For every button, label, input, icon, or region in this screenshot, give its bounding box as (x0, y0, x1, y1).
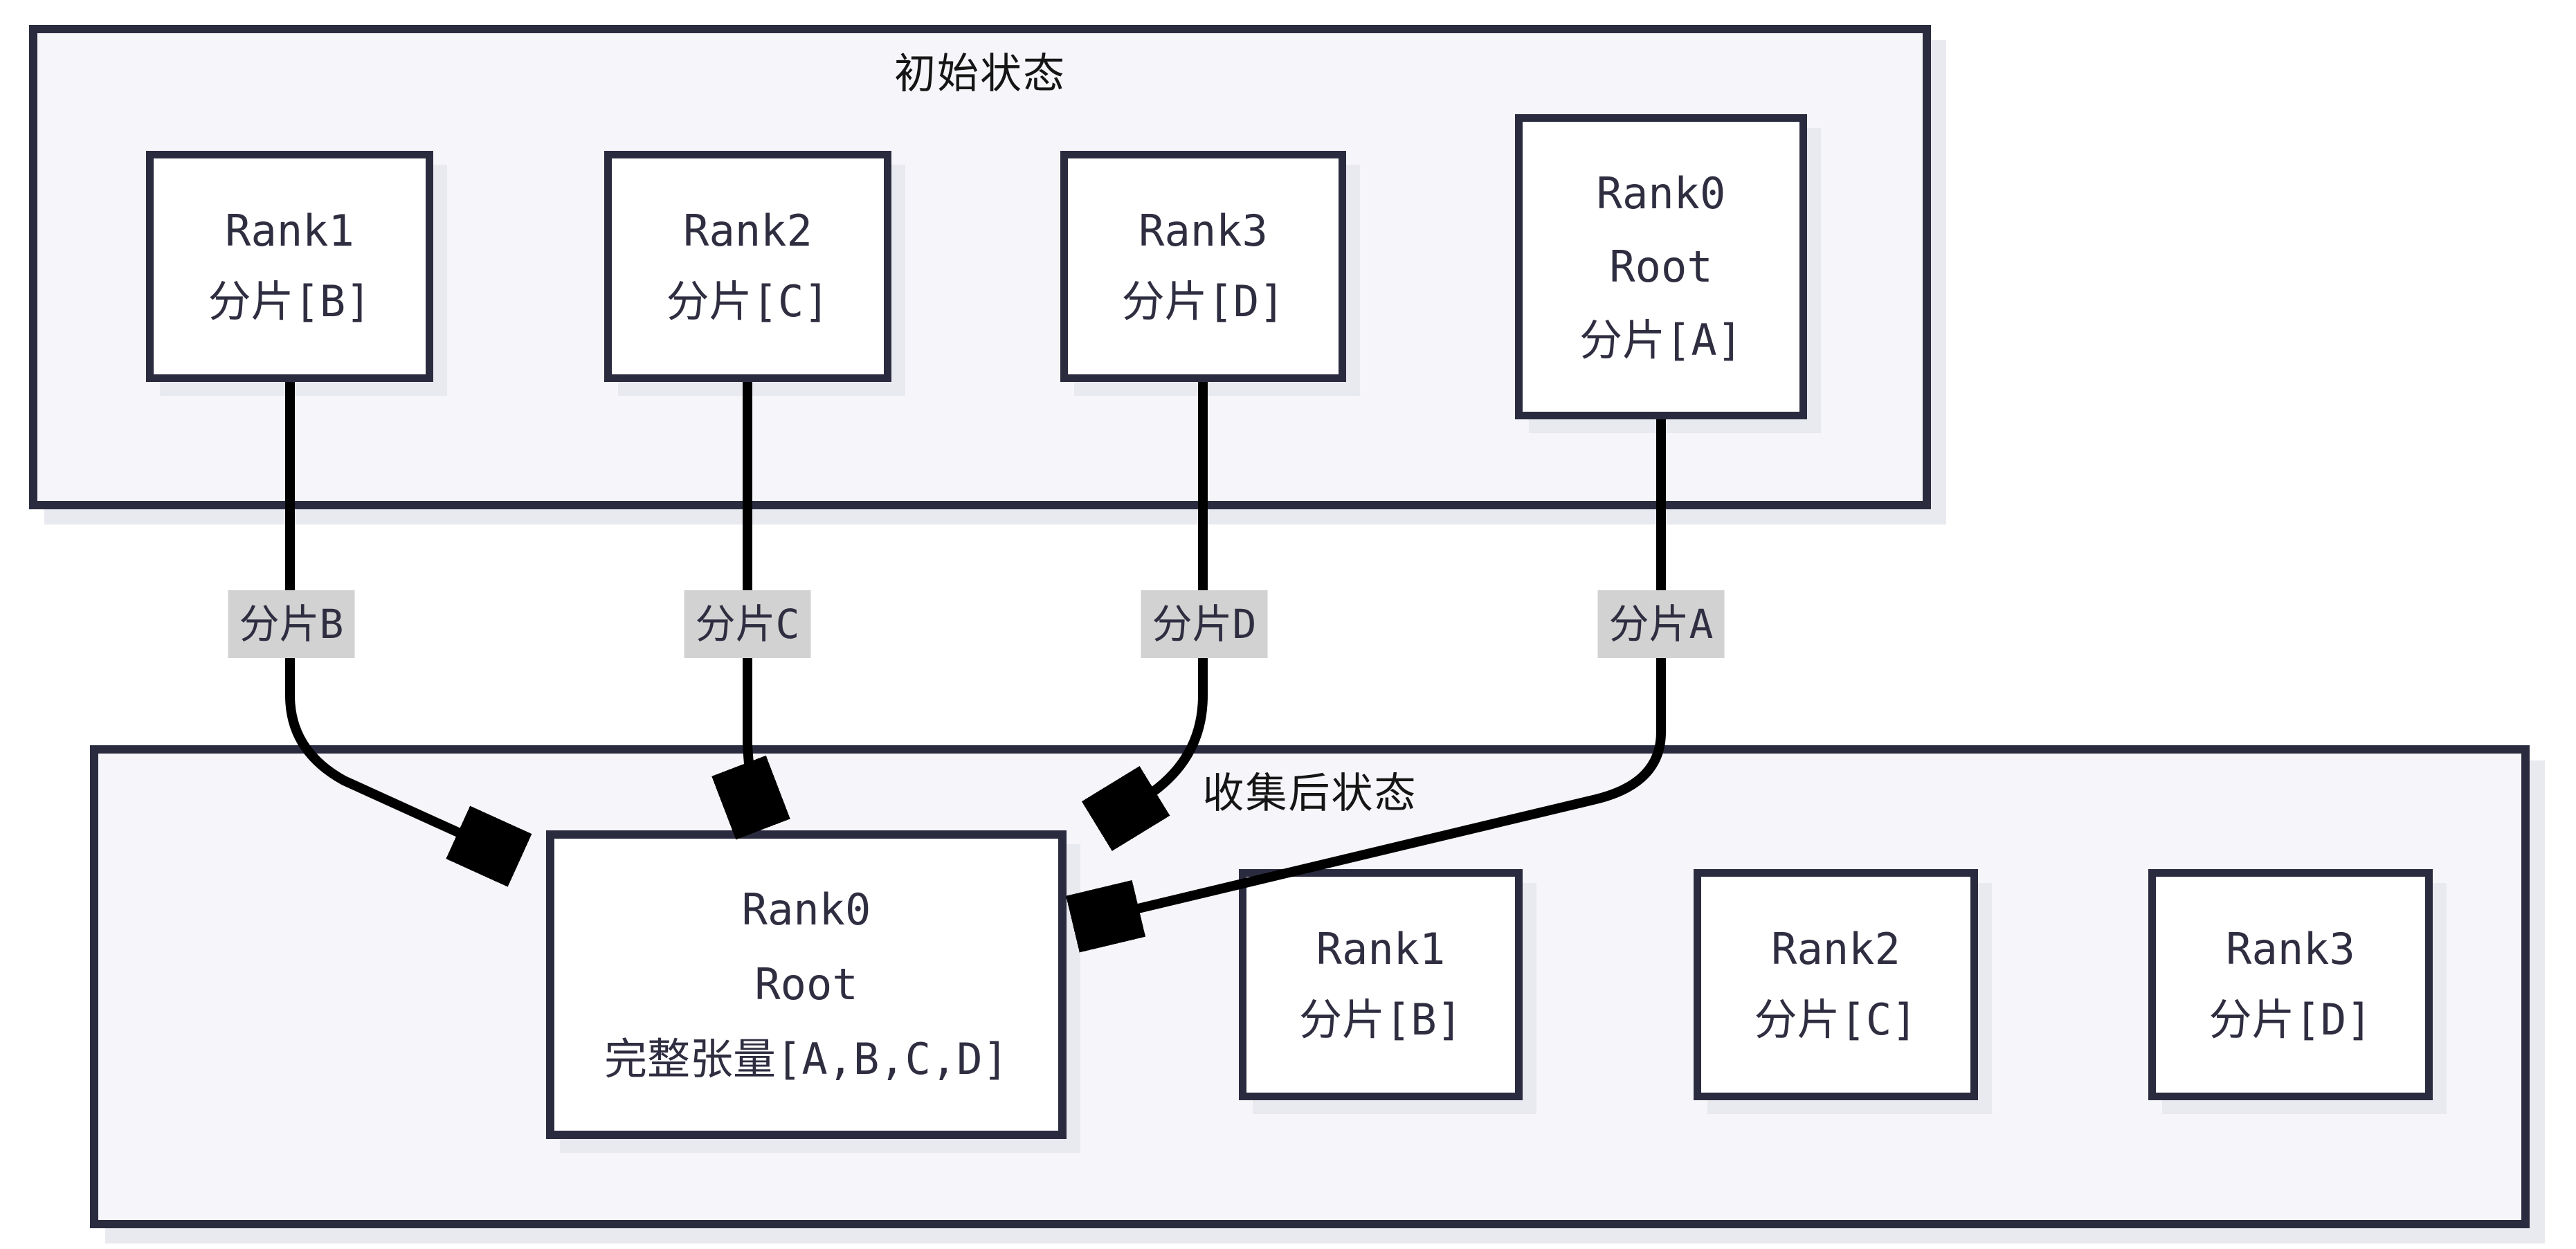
edge-label-shard-d: 分片D (1141, 590, 1268, 658)
node-line: Rank1 (1316, 924, 1446, 974)
node-line: Rank3 (1139, 206, 1268, 256)
node-line: Rank3 (2226, 924, 2355, 974)
node-line: 分片[B] (1299, 994, 1462, 1045)
node-line: 分片[D] (1121, 276, 1285, 327)
edge-label-shard-a: 分片A (1597, 590, 1725, 658)
node-line: Rank2 (1771, 924, 1901, 974)
gathered-state-title: 收集后状态 (1202, 770, 1417, 817)
edge-label-shard-c: 分片C (684, 590, 811, 658)
node-line: 分片[A] (1579, 314, 1743, 365)
node-rank3-shard-d-after: Rank3 分片[D] (2148, 869, 2433, 1100)
node-line: Root (1609, 241, 1713, 292)
node-rank0-root-shard-a: Rank0 Root 分片[A] (1515, 114, 1807, 419)
node-line: 分片[C] (666, 276, 830, 327)
node-line: 分片[C] (1754, 994, 1918, 1045)
node-rank2-shard-c-after: Rank2 分片[C] (1694, 869, 1978, 1100)
node-line: Rank2 (683, 206, 813, 256)
node-rank2-shard-c: Rank2 分片[C] (604, 151, 891, 382)
edge-label-shard-b: 分片B (228, 590, 355, 658)
node-rank0-root-full-tensor: Rank0 Root 完整张量[A,B,C,D] (546, 830, 1067, 1139)
node-line: Root (754, 959, 858, 1010)
node-line: 分片[B] (208, 276, 372, 327)
node-line: Rank0 (1596, 167, 1726, 219)
node-rank1-shard-b-after: Rank1 分片[B] (1239, 869, 1523, 1100)
node-line: Rank0 (741, 884, 871, 935)
node-line: Rank1 (225, 206, 354, 256)
initial-state-title: 初始状态 (894, 51, 1066, 97)
node-line: 分片[D] (2208, 994, 2373, 1045)
node-rank3-shard-d: Rank3 分片[D] (1060, 151, 1346, 382)
node-rank1-shard-b: Rank1 分片[B] (146, 151, 433, 382)
node-line: 完整张量[A,B,C,D] (604, 1034, 1008, 1084)
